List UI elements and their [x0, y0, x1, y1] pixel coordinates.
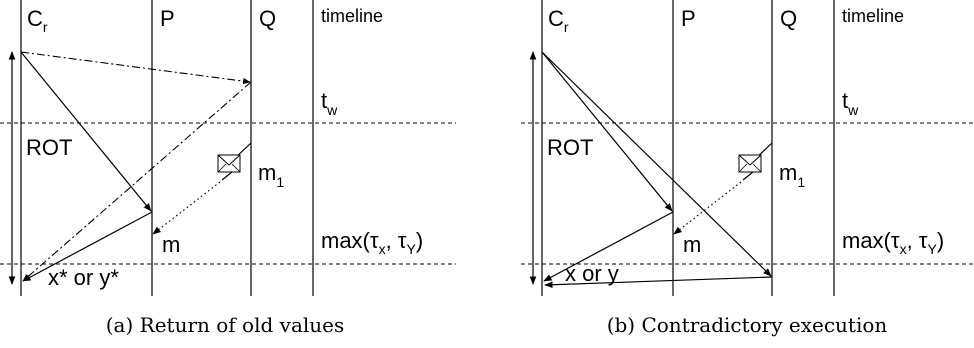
- caption-a: (a) Return of old values: [106, 313, 345, 337]
- reply-from-p-arrow: [543, 211, 674, 282]
- m1-dotted-arrow: [152, 181, 221, 235]
- rot-label: ROT: [547, 135, 593, 160]
- tw-label: tw: [321, 88, 338, 118]
- read-request-to-q-arrow: [541, 51, 772, 277]
- m1-line-below: [221, 171, 233, 181]
- result-label: x* or y*: [48, 265, 119, 290]
- m-label: m: [683, 232, 701, 257]
- column-label-q: Q: [259, 6, 276, 31]
- envelope-icon: [217, 154, 241, 173]
- column-label-q: Q: [780, 6, 797, 31]
- read-request-to-q-arrow: [20, 51, 251, 85]
- column-label-timeline: timeline: [842, 6, 904, 26]
- reply-from-p-arrow: [22, 211, 153, 282]
- reply-from-q-arrow: [544, 276, 773, 289]
- diagram-a: Cr P Q timeline tw ROT m1 m: [0, 0, 456, 337]
- column-label-cr: Cr: [548, 6, 569, 35]
- result-label: x or y: [565, 261, 619, 286]
- rot-label: ROT: [26, 135, 72, 160]
- max-label: max(τx, τY): [842, 228, 944, 257]
- column-label-p: P: [681, 6, 696, 31]
- m1-label: m1: [258, 160, 284, 190]
- read-request-to-p-arrow: [541, 51, 673, 212]
- tw-label: tw: [842, 88, 859, 118]
- column-label-p: P: [160, 6, 175, 31]
- diagram-b: Cr P Q timeline tw ROT m1 m max(τx,: [521, 0, 974, 337]
- column-label-timeline: timeline: [321, 6, 383, 26]
- m-label: m: [162, 232, 180, 257]
- max-label: max(τx, τY): [321, 228, 423, 257]
- caption-b: (b) Contradictory execution: [607, 313, 888, 337]
- envelope-icon: [738, 154, 762, 173]
- m1-label: m1: [779, 160, 805, 190]
- reply-from-q-arrow: [22, 81, 252, 282]
- m1-dotted-arrow: [673, 181, 742, 235]
- read-request-to-p-arrow: [20, 51, 152, 212]
- column-label-cr: Cr: [27, 6, 48, 35]
- m1-line-below: [742, 171, 754, 181]
